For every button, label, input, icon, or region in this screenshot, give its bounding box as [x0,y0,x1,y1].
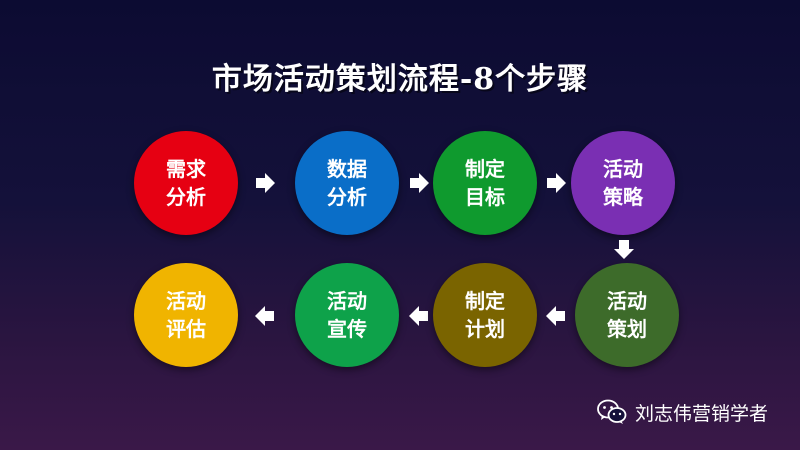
step-label-line2: 分析 [327,185,367,209]
step-set-goals: 制定目标 [433,131,537,235]
arrow-right-icon [254,172,276,194]
step-label-line1: 制定 [465,289,505,313]
step-activity-promotion: 活动宣传 [295,263,399,367]
arrow-left-icon [545,305,567,327]
arrow-left-icon [408,305,430,327]
step-label-line1: 活动 [166,289,206,313]
step-label-line1: 需求 [166,157,206,181]
page-title: 市场活动策划流程-8个步骤 [211,62,589,97]
step-label-line2: 宣传 [327,317,367,341]
arrow-right-icon [408,172,430,194]
step-label-line2: 计划 [465,317,505,341]
step-label-line1: 活动 [603,157,643,181]
arrow-down-icon [613,238,635,260]
step-demand-analysis: 需求分析 [134,131,238,235]
step-activity-strategy: 活动策略 [571,131,675,235]
arrow-right-icon [545,172,567,194]
step-label-line1: 活动 [607,289,647,313]
step-make-plan: 制定计划 [433,263,537,367]
step-label-line2: 分析 [166,185,206,209]
step-activity-evaluation: 活动评估 [134,263,238,367]
wechat-icon [597,399,627,425]
step-label-line1: 数据 [327,157,367,181]
step-label-line1: 活动 [327,289,367,313]
watermark-text: 刘志伟营销学者 [635,402,769,425]
watermark: 刘志伟营销学者 [597,398,768,426]
step-label-line1: 制定 [465,157,505,181]
arrow-left-icon [254,305,276,327]
step-activity-planning: 活动策划 [575,263,679,367]
step-label-line2: 评估 [166,317,206,341]
step-label-line2: 策划 [607,317,647,341]
step-label-line2: 目标 [465,185,505,209]
step-label-line2: 策略 [603,185,643,209]
step-data-analysis: 数据分析 [295,131,399,235]
